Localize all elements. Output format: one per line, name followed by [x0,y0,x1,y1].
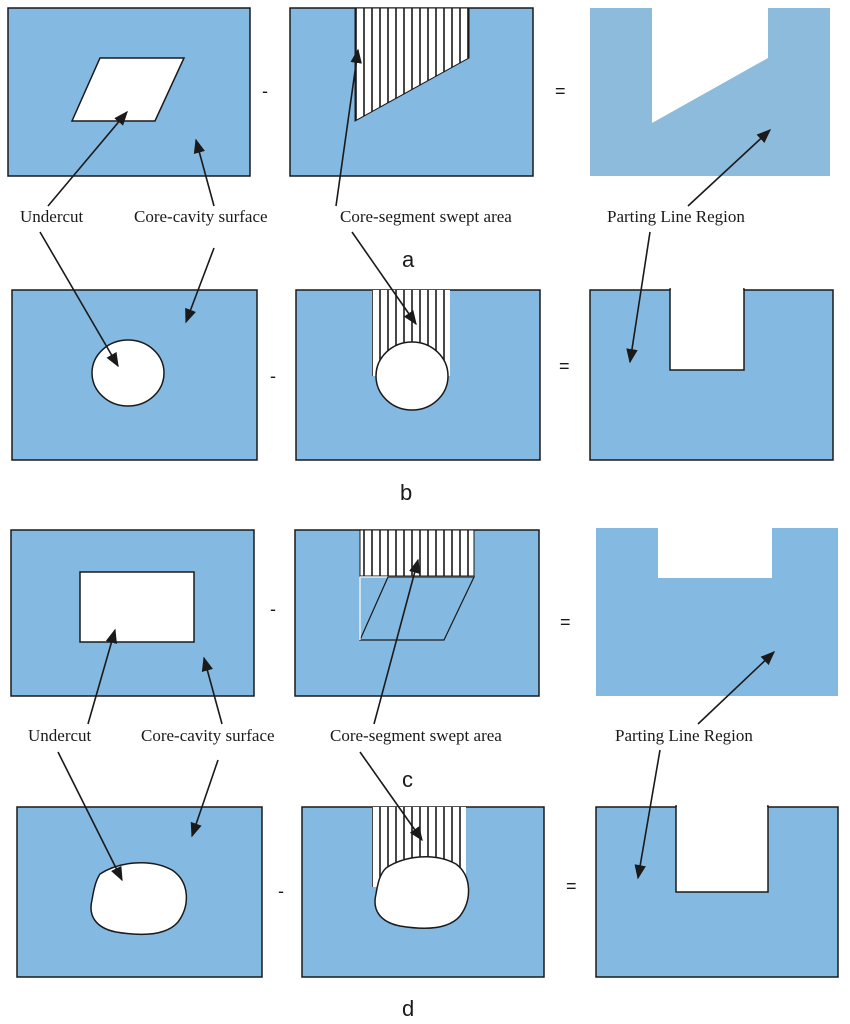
core-segment-swept-area-label-a: Core-segment swept area [340,207,512,226]
core-cavity-surface-label-c: Core-cavity surface [141,726,275,745]
arrow-undercut-to-c [87,628,117,725]
core-segment-swept-area-label-c: Core-segment swept area [330,726,502,745]
notch-top-cover-d [677,803,767,807]
parting-line-notch-d [675,805,769,893]
arrow-surface-to-a [193,138,215,207]
minus-operator-c: - [270,599,276,619]
caption-d: d [402,996,414,1021]
arrow-swept-to-a [335,48,362,207]
arrow-undercut-to-a [47,110,128,207]
arrow-surface-to-c [201,656,223,725]
undercut-rectangle-c [79,571,195,643]
parting-line-region-shape-a [590,8,830,176]
arrow-parting-to-b [626,231,651,364]
equals-operator-a: = [555,81,566,101]
arrow-swept-to-d [359,751,423,842]
parting-line-region-label-a: Parting Line Region [607,207,745,226]
equals-operator-d: = [566,876,577,896]
arrow-undercut-to-d [57,751,123,882]
arrow-undercut-to-b [39,231,119,368]
row-a: - = Undercut Core-cavity surface Core-se… [7,7,830,272]
arrow-swept-to-c [373,558,421,725]
row-b: - = b [11,286,834,505]
arrow-parting-to-a [687,129,772,207]
undercut-label-a: Undercut [20,207,84,226]
undercut-circle-b [91,339,165,407]
caption-a: a [402,247,415,272]
equals-operator-c: = [560,612,571,632]
undercut-circle-swept-b [375,341,449,411]
arrow-surface-to-b [185,247,215,324]
arrow-surface-to-d [190,759,219,838]
swept-parallelogram-outline-c [359,576,475,641]
core-cavity-surface-label-a: Core-cavity surface [134,207,268,226]
caption-c: c [402,767,413,792]
swept-hatch-area-c [359,529,475,577]
swept-hatch-area-a [354,7,470,122]
parting-line-region-shape-c [596,528,838,696]
row-d: - = d [16,803,839,1021]
undercut-blob-d [90,862,188,936]
notch-top-cover-b [671,286,743,290]
equals-operator-b: = [559,356,570,376]
parting-line-notch-b [669,288,745,371]
row-c: - = Undercut Core-cavity surface Core-se… [10,528,838,792]
arrow-parting-to-d [634,749,661,880]
undercut-label-c: Undercut [28,726,92,745]
minus-operator-b: - [270,366,276,386]
annotation-arrows [39,48,776,882]
minus-operator-a: - [262,81,268,101]
arrow-parting-to-c [697,651,776,725]
caption-b: b [400,480,412,505]
parting-line-region-label-c: Parting Line Region [615,726,753,745]
minus-operator-d: - [278,881,284,901]
undercut-parallelogram-a [70,57,186,122]
undercut-blob-swept-d [374,856,470,930]
arrow-swept-to-b [351,231,417,326]
